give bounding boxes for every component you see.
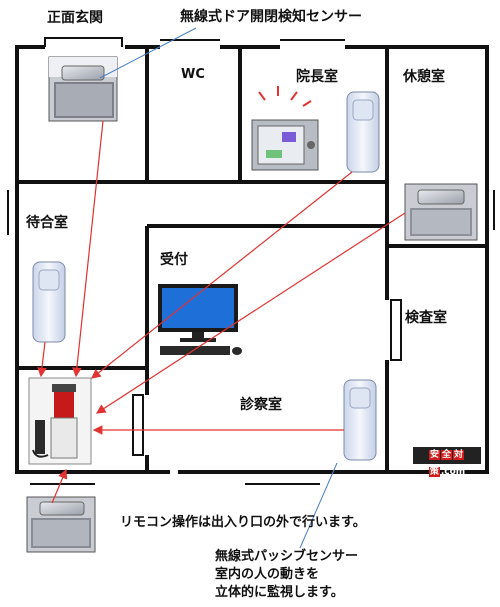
- exam-door-gap: [143, 395, 151, 455]
- door-marks: [7, 37, 495, 485]
- brand-kanji-3: 対: [453, 450, 465, 460]
- brand-suffix: .com: [440, 467, 466, 477]
- brand-logo: 安全対策.com: [413, 447, 481, 477]
- door-sensor-title: 無線式ドア開閉検知センサー: [180, 9, 362, 25]
- pir-sensor-waiting: [32, 261, 66, 343]
- room-label-break: 休憩室: [403, 69, 445, 85]
- control-unit: [28, 377, 92, 465]
- rear-gap: [170, 468, 178, 476]
- pir-note-line-2: 室内の人の動きを: [215, 567, 320, 582]
- room-label-inspection: 検査室: [405, 310, 447, 326]
- inspection-door: [390, 299, 402, 361]
- arrow-entrance-to-unit: [72, 120, 104, 378]
- pir-note-line-3: 立体的に監視します。: [215, 585, 344, 600]
- signal-arrows: [37, 120, 406, 504]
- room-label-director: 院長室: [296, 69, 338, 85]
- entrance-door-gap: [45, 43, 125, 51]
- arrow-outside-to-unit: [51, 468, 68, 504]
- entrance-label: 正面玄関: [47, 10, 103, 26]
- outer-wall: [15, 45, 489, 474]
- pir-sensor-director: [346, 91, 380, 173]
- computer-icon: [158, 284, 242, 355]
- pir-note-line-1: 無線式パッシブセンサー: [215, 549, 359, 564]
- arrow-director-to-unit: [91, 171, 353, 379]
- door-sensor-entrance: [48, 56, 118, 122]
- callout-lines: [99, 27, 338, 549]
- door-sensor-break: [404, 183, 478, 241]
- callout-door-sensor: [99, 27, 197, 79]
- room-label-exam: 診察室: [240, 397, 282, 413]
- inspection-door-gap: [383, 300, 391, 360]
- door-sensor-outside: [26, 496, 96, 553]
- room-label-waiting: 待合室: [26, 215, 68, 231]
- brand-kanji-2: 全: [440, 450, 452, 460]
- room-label-wc: WC: [181, 67, 205, 82]
- arrow-waiting-to-unit: [37, 341, 47, 378]
- brand-kanji-4: 策: [428, 467, 440, 477]
- exam-door: [132, 394, 144, 456]
- entrance-door: [44, 37, 123, 47]
- director-window-gap: [280, 43, 345, 51]
- safe-icon: [251, 86, 319, 171]
- remote-note: リモコン操作は出入り口の外で行います。: [120, 515, 366, 530]
- callout-pir-sensor: [299, 462, 338, 549]
- pir-sensor-exam: [343, 379, 377, 461]
- room-label-reception: 受付: [160, 252, 188, 268]
- brand-kanji-1: 安: [428, 450, 440, 460]
- wc-window-gap: [160, 43, 220, 51]
- arrow-break-to-unit: [95, 212, 406, 414]
